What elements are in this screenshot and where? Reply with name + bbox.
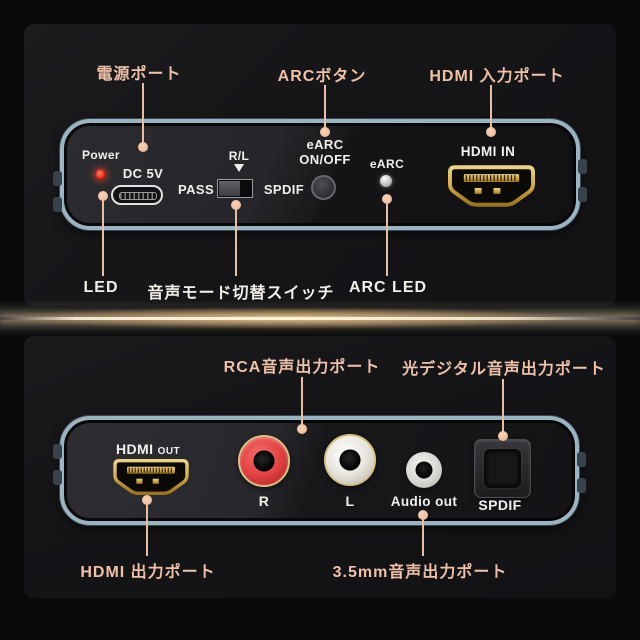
callout-dot — [320, 127, 330, 137]
earc-led — [380, 175, 392, 187]
callout-rca-output: RCA音声出力ポート — [223, 359, 381, 376]
callout-audio-mode-switch: 音声モード切替スイッチ — [147, 285, 335, 302]
callout-dot — [418, 510, 428, 520]
switch-knob — [219, 181, 240, 196]
callout-dot — [98, 191, 108, 201]
chassis-tab — [577, 478, 586, 493]
callout-line — [301, 377, 303, 425]
rca-right-hole — [253, 450, 275, 472]
rl-label: R/L — [228, 149, 250, 163]
audio-out-label: Audio out — [390, 494, 458, 509]
earc-button-label-line1: eARC — [306, 137, 344, 152]
callout-hdmi-output: HDMI 出力ポート — [80, 564, 216, 581]
callout-dot — [138, 142, 148, 152]
audio-out-jack — [406, 452, 442, 488]
device-output-panel: HDMI OUT R L Audio out — [53, 416, 586, 525]
spdif-port-inner — [484, 449, 521, 488]
rca-jack-right — [238, 435, 290, 487]
chassis-tab — [578, 159, 587, 174]
hdmi-out-label-small: OUT — [157, 446, 180, 457]
callout-led: LED — [83, 279, 119, 296]
callout-power-port: 電源ポート — [96, 66, 182, 83]
callout-line — [324, 85, 326, 128]
earc-button-label-line2: ON/OFF — [299, 152, 351, 167]
callout-arc-led: ARC LED — [348, 279, 428, 296]
callout-hdmi-input: HDMI 入力ポート — [429, 68, 565, 85]
rca-jack-left — [324, 434, 376, 486]
chassis-tab — [53, 444, 62, 459]
callout-arc-button: ARCボタン — [277, 68, 367, 85]
callout-optical-output: 光デジタル音声出力ポート — [402, 361, 606, 378]
power-led — [95, 169, 106, 180]
audio-mode-switch — [217, 179, 253, 198]
callout-dot — [382, 194, 392, 204]
power-label: Power — [81, 148, 121, 162]
callout-line — [490, 85, 492, 128]
chassis-tab — [578, 187, 587, 202]
hdmi-out-label-main: HDMI — [116, 441, 154, 457]
earc-led-label: eARC — [369, 157, 405, 171]
callout-dot — [231, 200, 241, 210]
spdif-port — [474, 439, 531, 498]
earc-button — [311, 175, 336, 200]
callout-line — [235, 209, 237, 276]
callout-dot — [498, 431, 508, 441]
hdmi-in-port — [447, 165, 536, 207]
usb-c-pins — [119, 192, 157, 200]
callout-line — [142, 83, 144, 143]
callout-line — [146, 504, 148, 556]
callout-line — [102, 200, 104, 276]
callout-dot — [486, 127, 496, 137]
dc5v-label: DC 5V — [122, 166, 164, 181]
pass-label: PASS — [177, 182, 215, 197]
rca-left-hole — [339, 449, 361, 471]
chassis-tab — [577, 452, 586, 467]
callout-dot — [297, 424, 307, 434]
usb-c-port — [111, 185, 163, 205]
hdmi-in-label: HDMI IN — [460, 144, 516, 159]
audio-out-hole — [415, 461, 433, 479]
callout-line — [422, 519, 424, 556]
callout-line — [502, 379, 504, 432]
rca-right-label: R — [258, 493, 270, 509]
callout-line — [386, 203, 388, 276]
device-top-panel: Power DC 5V R/L PASS SPDIF eARC ON/OFF e… — [53, 119, 587, 230]
hdmi-out-port — [113, 459, 189, 495]
light-streak-core — [0, 317, 640, 320]
spdif-label-top: SPDIF — [263, 182, 305, 197]
rca-left-label: L — [345, 493, 355, 509]
spdif-label-bottom: SPDIF — [478, 497, 522, 513]
down-arrow-icon — [234, 164, 244, 172]
callout-dot — [142, 495, 152, 505]
hdmi-out-label: HDMI OUT — [116, 441, 180, 457]
callout-jack-output: 3.5mm音声出力ポート — [332, 564, 508, 581]
chassis-tab — [53, 171, 62, 186]
chassis-tab — [53, 470, 62, 485]
chassis-tab — [53, 197, 62, 212]
